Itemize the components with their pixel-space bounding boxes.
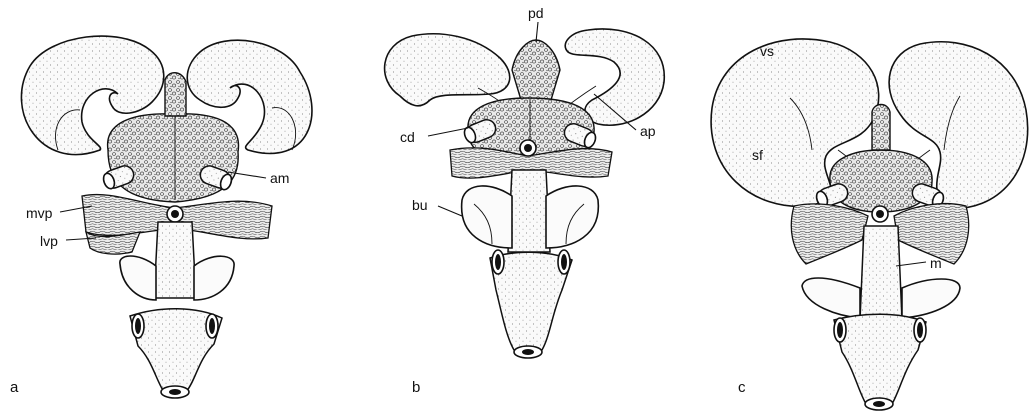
callout-vs: vs bbox=[760, 43, 774, 59]
callout-lvp: lvp bbox=[40, 233, 58, 249]
callout-bu: bu bbox=[412, 197, 428, 213]
panel-b: pd cd ap bu b bbox=[385, 5, 665, 396]
bulb-right-b bbox=[546, 186, 598, 248]
panel-c: vs sf m c bbox=[711, 39, 1028, 410]
callout-ap: ap bbox=[640, 123, 656, 139]
panel-label-b: b bbox=[412, 379, 420, 396]
panel-label-c: c bbox=[738, 379, 746, 396]
panel-label-a: a bbox=[10, 379, 19, 396]
callout-m: m bbox=[930, 255, 942, 271]
callout-mvp: mvp bbox=[26, 205, 53, 221]
accessory-gland-c bbox=[830, 150, 932, 212]
callout-am: am bbox=[270, 170, 289, 186]
callout-sf: sf bbox=[752, 147, 763, 163]
left-seminal-vesicle-b bbox=[385, 34, 510, 106]
median-tube-c bbox=[860, 226, 902, 320]
muscle-plate-left-c bbox=[791, 204, 868, 264]
panel-a: am mvp lvp a bbox=[10, 36, 312, 398]
median-tube-a bbox=[154, 222, 196, 298]
accessory-gland-a bbox=[108, 114, 239, 202]
cuff-left-c bbox=[802, 278, 860, 318]
bulbar-cuff-a bbox=[120, 256, 156, 300]
bulb-left-b bbox=[462, 186, 512, 248]
terminal-organ-c bbox=[834, 314, 926, 404]
callout-pd: pd bbox=[528, 5, 544, 21]
callout-cd: cd bbox=[400, 129, 415, 145]
cuff-right-c bbox=[902, 279, 960, 318]
median-tube-b bbox=[508, 170, 550, 252]
